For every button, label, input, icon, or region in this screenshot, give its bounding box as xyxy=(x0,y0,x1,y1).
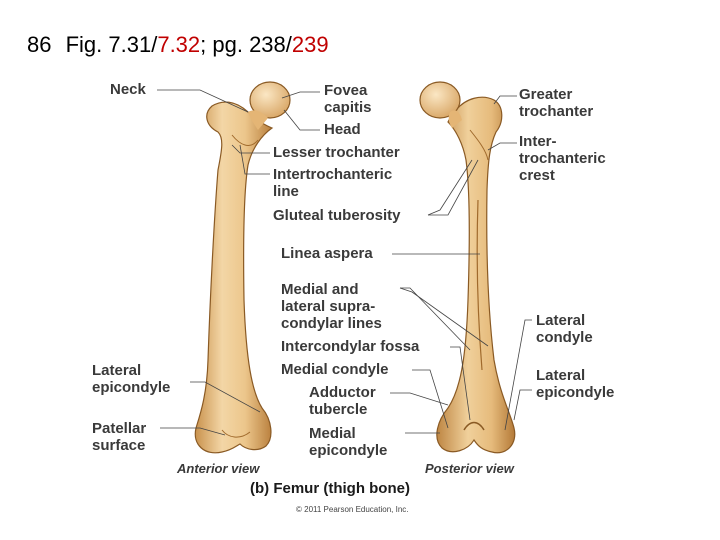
anterior-femur-body xyxy=(194,101,274,454)
label-lateral-epicondyle-posterior: Lateral epicondyle xyxy=(536,367,615,401)
posterior-linea-aspera xyxy=(476,199,483,371)
leader-lines xyxy=(157,89,532,436)
leader-lesser-trochanter xyxy=(231,144,270,154)
anterior-patellar-groove xyxy=(221,429,251,438)
leader-intercondylar-fossa xyxy=(450,346,471,421)
anterior-femur xyxy=(194,81,291,454)
label-intercondylar-fossa: Intercondylar fossa xyxy=(281,338,420,355)
label-lateral-epicondyle-anterior: Lateral epicondyle xyxy=(92,362,171,396)
leader-fovea xyxy=(281,91,320,99)
label-linea-aspera: Linea aspera xyxy=(281,245,373,262)
leader-greater-trochanter xyxy=(493,95,517,105)
label-anterior-view: Anterior view xyxy=(177,461,260,476)
figure-caption: (b) Femur (thigh bone) xyxy=(250,480,410,497)
leader-lateral-epicondyle-left xyxy=(190,381,261,413)
figure-reference: Fig. 7.31/ xyxy=(65,32,158,57)
label-intertrochanteric-crest: Inter- trochanteric crest xyxy=(519,133,606,184)
leader-medial-condyle xyxy=(412,369,449,429)
leader-lateral-epicondyle-right xyxy=(513,389,532,421)
label-adductor-tubercle: Adductor tubercle xyxy=(309,384,376,418)
posterior-femur-body xyxy=(436,96,516,454)
slide-number: 86 xyxy=(27,32,52,57)
leader-head xyxy=(283,109,320,131)
figure-reference-highlight: 7.32 xyxy=(157,32,201,57)
posterior-femur xyxy=(419,81,516,454)
label-head: Head xyxy=(324,121,361,138)
label-greater-trochanter: Greater trochanter xyxy=(519,86,594,120)
leader-patellar-surface xyxy=(160,427,226,436)
leader-gluteal-tuberosity-2 xyxy=(427,159,473,216)
page-reference: ; pg. 238/ xyxy=(200,32,292,57)
anterior-femur-neck xyxy=(248,110,268,130)
label-gluteal-tuberosity: Gluteal tuberosity xyxy=(273,207,401,224)
label-fovea-capitis: Fovea capitis xyxy=(324,82,372,116)
label-neck: Neck xyxy=(110,81,146,98)
anterior-intertrochanteric-line xyxy=(231,134,259,146)
label-lesser-trochanter: Lesser trochanter xyxy=(273,144,400,161)
leader-intertrochanteric-crest xyxy=(487,142,517,151)
slide-title: 86 Fig. 7.31/7.32; pg. 238/239 xyxy=(27,32,329,58)
label-intertrochanteric-line: Intertrochanteric line xyxy=(273,166,393,200)
label-supracondylar-lines: Medial and lateral supra- condylar lines xyxy=(281,281,382,332)
leader-gluteal-tuberosity-1 xyxy=(428,159,479,216)
leader-lateral-condyle xyxy=(504,319,532,431)
leader-supracondylar-1 xyxy=(400,287,471,351)
leader-adductor-tubercle xyxy=(390,392,449,406)
posterior-intertrochanteric-crest xyxy=(469,129,489,161)
label-medial-epicondyle: Medial epicondyle xyxy=(309,425,388,459)
leader-intertrochanteric-line xyxy=(239,144,270,175)
label-lateral-condyle: Lateral condyle xyxy=(536,312,593,346)
label-posterior-view: Posterior view xyxy=(425,461,514,476)
leader-supracondylar-2 xyxy=(399,287,489,347)
anterior-femur-head xyxy=(249,81,291,119)
label-patellar-surface: Patellar surface xyxy=(92,420,147,454)
posterior-femur-head xyxy=(419,81,461,119)
posterior-femur-neck xyxy=(448,110,462,128)
leader-neck xyxy=(157,89,249,113)
label-medial-condyle: Medial condyle xyxy=(281,361,389,378)
page-reference-highlight: 239 xyxy=(291,32,329,57)
copyright-notice: © 2011 Pearson Education, Inc. xyxy=(296,505,409,514)
posterior-intercondylar-fossa xyxy=(463,421,485,431)
